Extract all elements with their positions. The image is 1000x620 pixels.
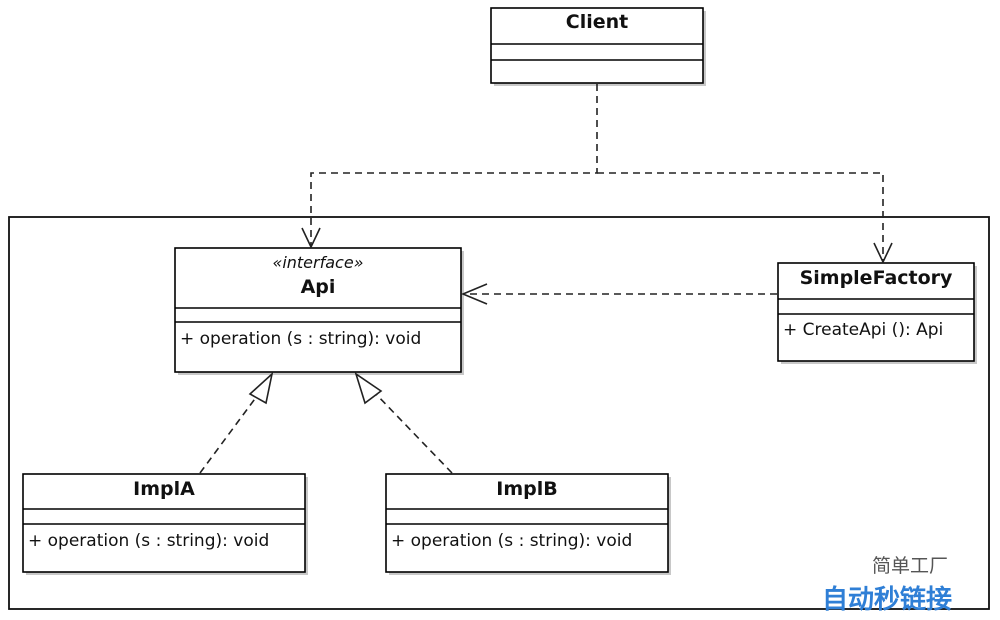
dependency-simple-factory-to-api xyxy=(460,283,777,305)
class-client-name: Client xyxy=(566,11,628,33)
class-impl-b[interactable]: ImplB + operation (s : string): void xyxy=(385,473,671,575)
hollow-triangle-icon xyxy=(354,372,383,405)
class-simple-factory-name: SimpleFactory xyxy=(800,267,953,289)
class-impl-a-name: ImplA xyxy=(133,478,195,500)
open-arrowhead-icon xyxy=(301,227,321,249)
dependency-client-to-simple-factory xyxy=(597,172,893,264)
class-simple-factory-createapi: + CreateApi (): Api xyxy=(783,320,943,340)
package-frame xyxy=(8,216,990,610)
watermark-text: 自动秒链接 xyxy=(822,584,952,615)
class-api-operation: + operation (s : string): void xyxy=(180,329,421,349)
class-impl-b-name: ImplB xyxy=(496,478,557,500)
class-impl-a[interactable]: ImplA + operation (s : string): void xyxy=(22,473,308,575)
realization-impl-b-to-api xyxy=(354,372,453,474)
class-impl-a-operation: + operation (s : string): void xyxy=(28,531,269,551)
class-api[interactable]: «interface» Api + operation (s : string)… xyxy=(174,247,464,375)
open-arrowhead-icon xyxy=(873,242,893,264)
dependency-client-to-api xyxy=(301,84,598,249)
class-api-name: Api xyxy=(301,276,336,298)
class-api-stereotype: «interface» xyxy=(272,253,363,272)
realization-impl-a-to-api xyxy=(199,371,274,474)
package-caption: 简单工厂 xyxy=(872,555,948,577)
class-impl-b-operation: + operation (s : string): void xyxy=(391,531,632,551)
class-simple-factory[interactable]: SimpleFactory + CreateApi (): Api xyxy=(777,262,977,364)
open-arrowhead-icon xyxy=(460,283,488,305)
class-client[interactable]: Client xyxy=(490,7,706,86)
hollow-triangle-icon xyxy=(248,371,274,405)
